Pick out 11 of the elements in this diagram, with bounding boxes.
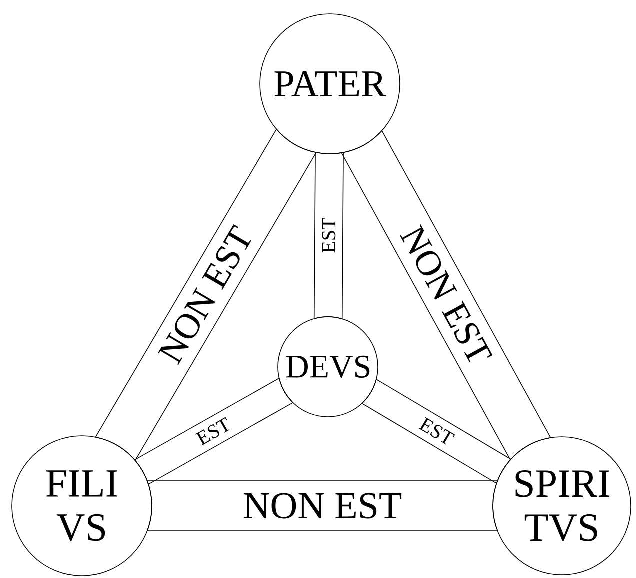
band — [362, 379, 512, 484]
band-label: EST — [321, 216, 337, 254]
band — [95, 128, 317, 462]
band — [314, 152, 344, 320]
band — [146, 480, 498, 532]
band — [134, 378, 294, 485]
band-label: NON EST — [398, 222, 495, 369]
band-label: NON EST — [242, 492, 404, 520]
band-label: EST — [416, 415, 457, 448]
band — [341, 130, 552, 460]
band-label: EST — [194, 416, 234, 448]
